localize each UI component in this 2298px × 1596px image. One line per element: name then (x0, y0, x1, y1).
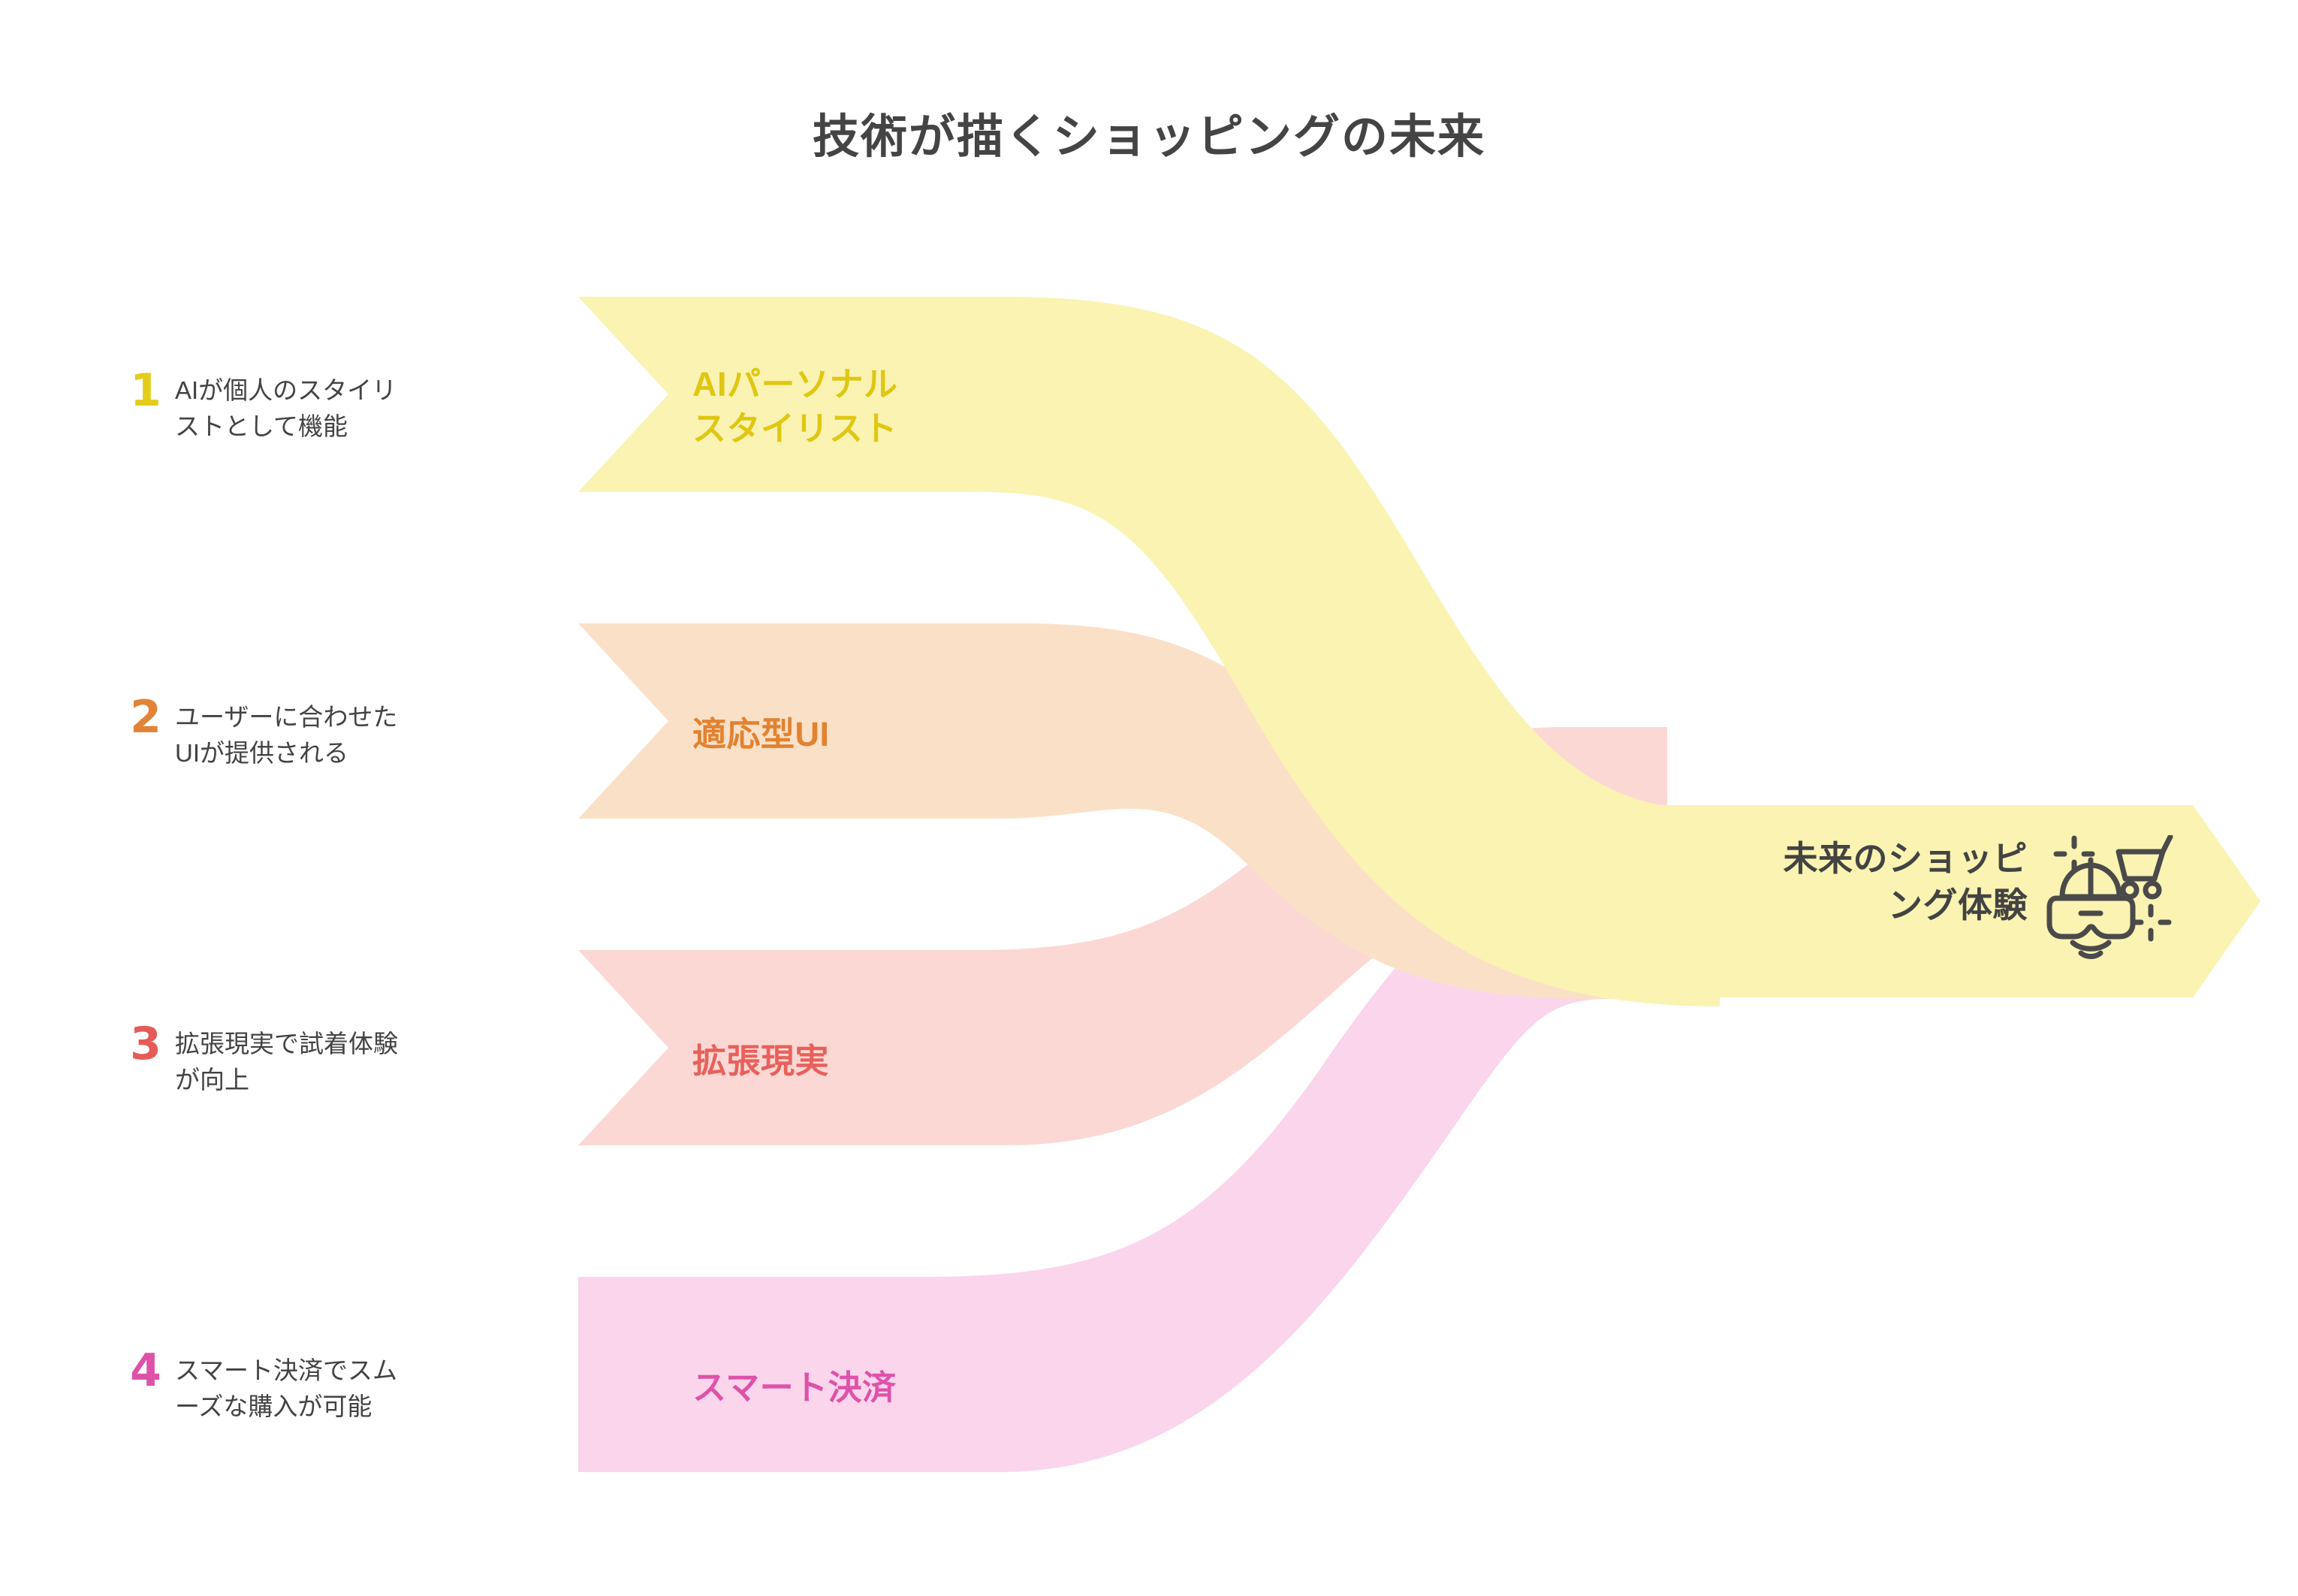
sparkle-bottom-icon (2130, 904, 2172, 942)
step-number-3: 3 (130, 1018, 161, 1070)
flow-ribbon-smart-payment (578, 864, 1667, 1472)
step-item-3[interactable]: 3 拡張現実で試着体験 が向上 (116, 1021, 582, 1098)
step-description-2: ユーザーに合わせた UIが提供される (175, 703, 398, 767)
flow-ribbon-ai-stylist (578, 297, 1720, 1006)
step-description-3: 拡張現実で試着体験 が向上 (175, 1030, 398, 1094)
band-label-ai-stylist: AIパーソナル スタイリスト (692, 365, 898, 448)
step-number-1: 1 (130, 364, 161, 417)
step-description-1: AIが個人のスタイリ ストとして機能 (175, 376, 397, 440)
vr-headset-shopping-cart-icon (2046, 834, 2181, 967)
step-description-4: スマート決済でスム ーズな購入が可能 (175, 1356, 398, 1420)
step-item-1[interactable]: 1 AIが個人のスタイリ ストとして機能 (116, 368, 582, 445)
outcome-label: 未来のショッピ ング体験 (1783, 839, 2028, 925)
flow-ribbon-adaptive-ui (578, 623, 1667, 999)
step-number-2: 2 (130, 691, 161, 744)
step-number-4: 4 (130, 1344, 161, 1397)
vr-headset-icon (2046, 857, 2136, 959)
band-label-ar: 拡張現実 (692, 1042, 830, 1080)
step-item-4[interactable]: 4 スマート決済でスム ーズな購入が可能 (116, 1348, 582, 1425)
page-title: 技術が描くショッピングの未来 (812, 111, 1485, 163)
band-label-smart-payment: スマート決済 (692, 1368, 897, 1407)
band-label-adaptive-ui: 適応型UI (692, 715, 830, 753)
shopping-cart-icon (2116, 834, 2173, 900)
step-item-2[interactable]: 2 ユーザーに合わせた UIが提供される (116, 695, 582, 771)
